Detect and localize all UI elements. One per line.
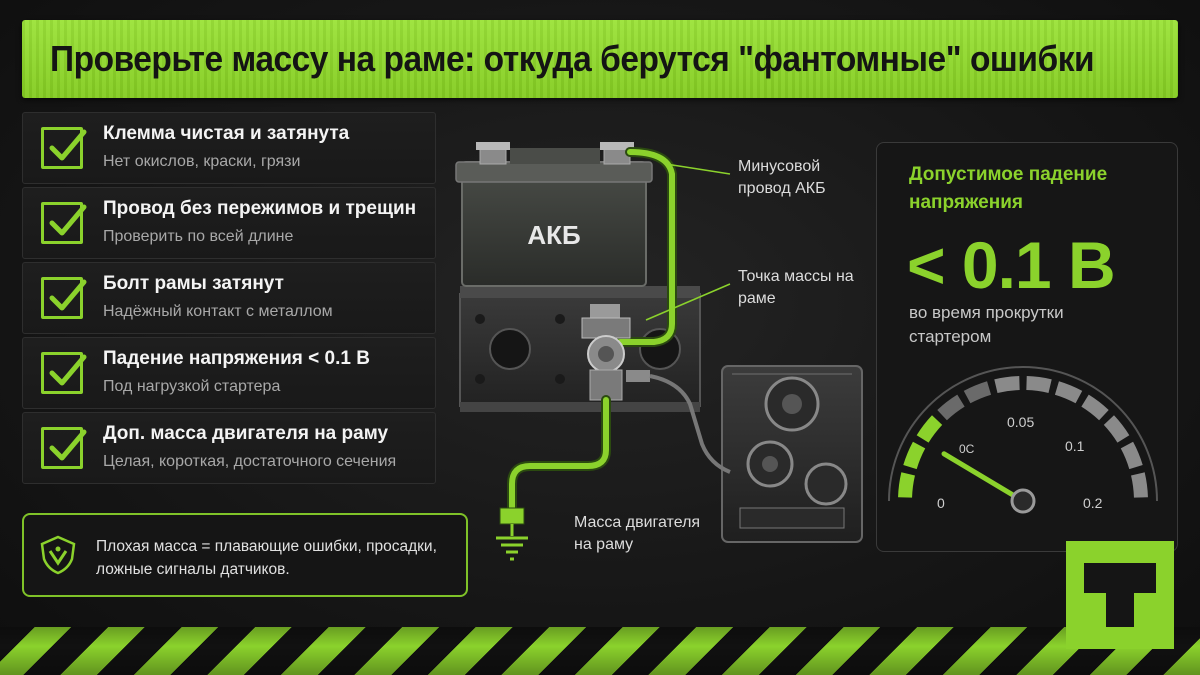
title-bar: Проверьте массу на раме: откуда берутся … (22, 20, 1178, 98)
hazard-stripe-bar (0, 627, 1200, 675)
gauge-arc-segment (1054, 381, 1083, 404)
frame-ground-bolt (581, 304, 650, 401)
gauge-arc-segment (963, 381, 992, 404)
brand-logo (1066, 541, 1174, 649)
voltage-drop-panel: Допустимое падение напряжения < 0.1 В во… (876, 142, 1178, 552)
checklist-item-title: Доп. масса двигателя на раму (103, 423, 389, 444)
shield-alert-icon (40, 535, 76, 575)
gauge-arc-segment (1026, 376, 1052, 394)
gauge-arc-segment (1081, 394, 1109, 421)
gauge-tick-label: 0 (937, 495, 945, 511)
battery (455, 142, 653, 287)
gauge-arc-segment (898, 472, 916, 498)
t-logo-icon (1084, 563, 1156, 627)
checklist-item: Падение напряжения < 0.1 В Под нагрузкой… (22, 337, 436, 409)
engine-block (721, 365, 863, 543)
checklist-item: Провод без пережимов и трещин Проверить … (22, 187, 436, 259)
checklist-item-subtitle: Целая, короткая, достаточного сечения (103, 453, 397, 470)
gauge-arc-segment (1120, 441, 1143, 470)
panel-description: во время прокрутки стартером (909, 303, 1064, 346)
label-negative-cable: Минусовой провод АКБ (738, 158, 826, 197)
gauge-tick-label: 0С (959, 442, 975, 456)
gauge-tick-label: 0.1 (1065, 438, 1085, 454)
gauge-outer-ring (888, 366, 1158, 502)
checkbox-checked-icon (41, 427, 87, 469)
checklist-item-subtitle: Надёжный контакт с металлом (103, 303, 333, 320)
ground-cable (507, 395, 611, 517)
checklist-item-title: Провод без пережимов и трещин (103, 198, 417, 219)
leader-line (645, 283, 731, 321)
gauge-arc-segment (916, 415, 943, 443)
checkbox-checked-icon (41, 202, 87, 244)
engine-ground-strap (649, 374, 731, 474)
checklist-item-title: Клемма чистая и затянута (103, 123, 350, 144)
checklist-item-subtitle: Нет окислов, краски, грязи (103, 153, 301, 170)
checklist-item-subtitle: Проверить по всей длине (103, 228, 294, 245)
checklist: Клемма чистая и затянута Нет окислов, кр… (22, 112, 436, 487)
ground-symbol-icon (496, 524, 528, 561)
gauge-arc (888, 366, 1158, 502)
grounding-diagram: АКБ (440, 104, 870, 604)
checklist-item: Клемма чистая и затянута Нет окислов, кр… (22, 112, 436, 184)
ground-cable-highlight (509, 397, 609, 515)
checklist-item-subtitle: Под нагрузкой стартера (103, 378, 281, 395)
gauge-arc-segment (1130, 472, 1148, 498)
checkbox-checked-icon (41, 277, 87, 319)
leader-line (665, 163, 731, 175)
battery-label: АКБ (527, 220, 580, 250)
label-engine-ground: Масса двигателя на раму (574, 514, 701, 553)
gauge-needle (941, 451, 1026, 504)
checklist-item: Доп. масса двигателя на раму Целая, коро… (22, 412, 436, 484)
panel-value: < 0.1 В (907, 228, 1116, 302)
checkbox-checked-icon (41, 127, 87, 169)
negative-cable-highlight (617, 149, 675, 345)
gauge-tick-label: 0.2 (1083, 495, 1103, 511)
page-title: Проверьте массу на раме: откуда берутся … (50, 38, 1095, 79)
warning-text: Плохая масса = плавающие ошибки, просадк… (96, 538, 437, 578)
checklist-item-title: Болт рамы затянут (103, 273, 284, 294)
gauge-arc-segment (937, 394, 965, 421)
gauge-arc-segment (903, 441, 926, 470)
gauge-arc-segment (994, 376, 1020, 394)
voltage-gauge: 0 0С 0.05 0.1 0.2 (888, 366, 1158, 514)
gauge-arc-segment (1103, 415, 1130, 443)
frame-rail (459, 286, 701, 412)
warning-box: Плохая масса = плавающие ошибки, просадк… (22, 513, 468, 597)
diagram-illustration: АКБ (455, 142, 863, 561)
checklist-item: Болт рамы затянут Надёжный контакт с мет… (22, 262, 436, 334)
panel-title: Допустимое падение напряжения (909, 164, 1108, 213)
checklist-item-title: Падение напряжения < 0.1 В (103, 348, 370, 369)
gauge-tick-label: 0.05 (1007, 414, 1034, 430)
checkbox-checked-icon (41, 352, 87, 394)
label-frame-ground-point: Точка массы на раме (738, 268, 854, 307)
gauge-hub (1010, 488, 1036, 514)
